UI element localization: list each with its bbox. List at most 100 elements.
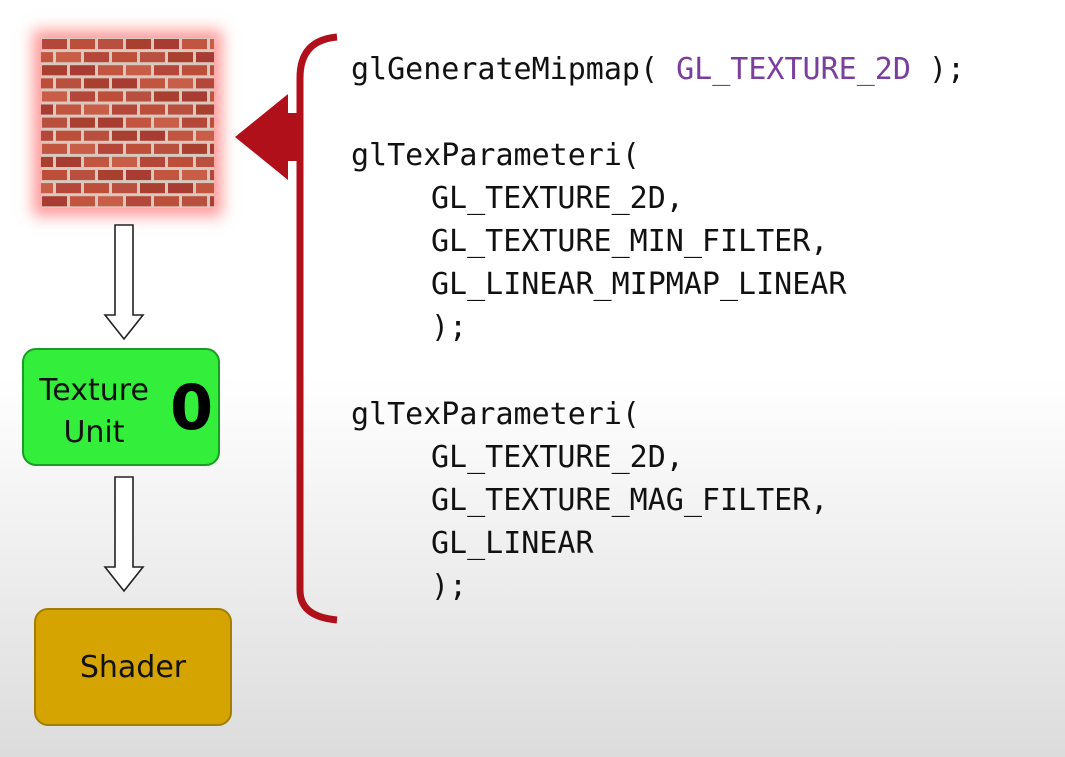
brick: [210, 143, 214, 154]
brick: [196, 156, 214, 167]
brick: [70, 91, 95, 102]
brick: [126, 143, 151, 154]
code-close-paren: );: [431, 569, 468, 604]
code-line-generate-mipmap: glGenerateMipmap( GL_TEXTURE_2D );: [351, 50, 965, 90]
brick: [112, 156, 137, 167]
brick: [196, 78, 214, 89]
brick: [56, 183, 81, 194]
brick: [112, 183, 137, 194]
brick: [84, 78, 109, 89]
brick: [98, 39, 123, 50]
brick: [98, 196, 123, 207]
brick: [112, 130, 137, 141]
down-arrow-icon: [103, 224, 145, 341]
brick: [42, 91, 67, 102]
brick: [42, 170, 67, 181]
brick: [140, 156, 165, 167]
brick: [42, 117, 67, 128]
brick: [140, 52, 165, 63]
code-line-tex-parameteri-2: glTexParameteri(: [351, 397, 640, 432]
brick: [56, 130, 81, 141]
brick: [84, 183, 109, 194]
brick: [168, 183, 193, 194]
brick: [84, 52, 109, 63]
brick: [140, 104, 165, 115]
code-arg-mag-filter: GL_TEXTURE_MAG_FILTER,: [431, 483, 829, 518]
brick: [98, 117, 123, 128]
brick: [41, 78, 53, 89]
brick: [126, 65, 151, 76]
texture-unit-number: 0: [170, 371, 214, 444]
code-punctuation: );: [928, 52, 966, 87]
texture-unit-label: Texture Unit: [24, 370, 164, 454]
brick: [168, 52, 193, 63]
brick: [182, 117, 207, 128]
brick: [56, 78, 81, 89]
code-arg-target: GL_TEXTURE_2D,: [431, 440, 684, 475]
brick: [112, 52, 137, 63]
code-function: glGenerateMipmap(: [351, 52, 659, 87]
brick: [154, 196, 179, 207]
brick: [154, 65, 179, 76]
brick: [84, 130, 109, 141]
brick: [182, 143, 207, 154]
brick: [196, 104, 214, 115]
brick: [210, 170, 214, 181]
brick: [98, 91, 123, 102]
brick: [98, 65, 123, 76]
brick: [41, 183, 53, 194]
brick: [168, 78, 193, 89]
shader-label: Shader: [79, 650, 187, 685]
code-arg-min-filter: GL_TEXTURE_MIN_FILTER,: [431, 224, 829, 259]
code-close-paren: );: [431, 310, 468, 345]
brick: [154, 117, 179, 128]
brick: [210, 91, 214, 102]
brick: [196, 52, 214, 63]
brick: [210, 117, 214, 128]
brick: [182, 196, 207, 207]
brick: [168, 104, 193, 115]
brick: [140, 130, 165, 141]
brick: [42, 196, 67, 207]
texture-unit-label-line1: Texture: [39, 373, 149, 408]
brick: [42, 65, 67, 76]
brick: [210, 39, 214, 50]
red-bracket-arrow-icon: [235, 33, 338, 624]
brick: [56, 52, 81, 63]
code-line-tex-parameteri-1: glTexParameteri(: [351, 138, 640, 173]
brick: [126, 170, 151, 181]
texture-unit-label-line2: Unit: [63, 415, 125, 450]
brick: [70, 143, 95, 154]
brick: [98, 170, 123, 181]
brick: [126, 117, 151, 128]
brick: [182, 170, 207, 181]
brick: [84, 156, 109, 167]
code-arg-linear: GL_LINEAR: [431, 526, 594, 561]
brick: [182, 39, 207, 50]
brick: [70, 39, 95, 50]
brick: [70, 196, 95, 207]
brick: [196, 130, 214, 141]
brick: [168, 156, 193, 167]
down-arrow-icon: [103, 476, 145, 593]
brick: [41, 104, 53, 115]
brick: [154, 170, 179, 181]
brick: [56, 104, 81, 115]
brick: [182, 65, 207, 76]
brick: [126, 196, 151, 207]
brick: [70, 117, 95, 128]
brick: [126, 91, 151, 102]
brick: [168, 130, 193, 141]
shader-box: Shader: [34, 608, 232, 726]
brick: [112, 104, 137, 115]
brick: [84, 104, 109, 115]
brick: [41, 156, 53, 167]
brick: [154, 39, 179, 50]
brick: [112, 78, 137, 89]
texture-unit-box: Texture Unit 0: [22, 348, 220, 466]
brick: [182, 91, 207, 102]
brick: [196, 183, 214, 194]
code-arg-linear-mipmap-linear: GL_LINEAR_MIPMAP_LINEAR: [431, 267, 847, 302]
brick: [210, 65, 214, 76]
brick: [154, 143, 179, 154]
